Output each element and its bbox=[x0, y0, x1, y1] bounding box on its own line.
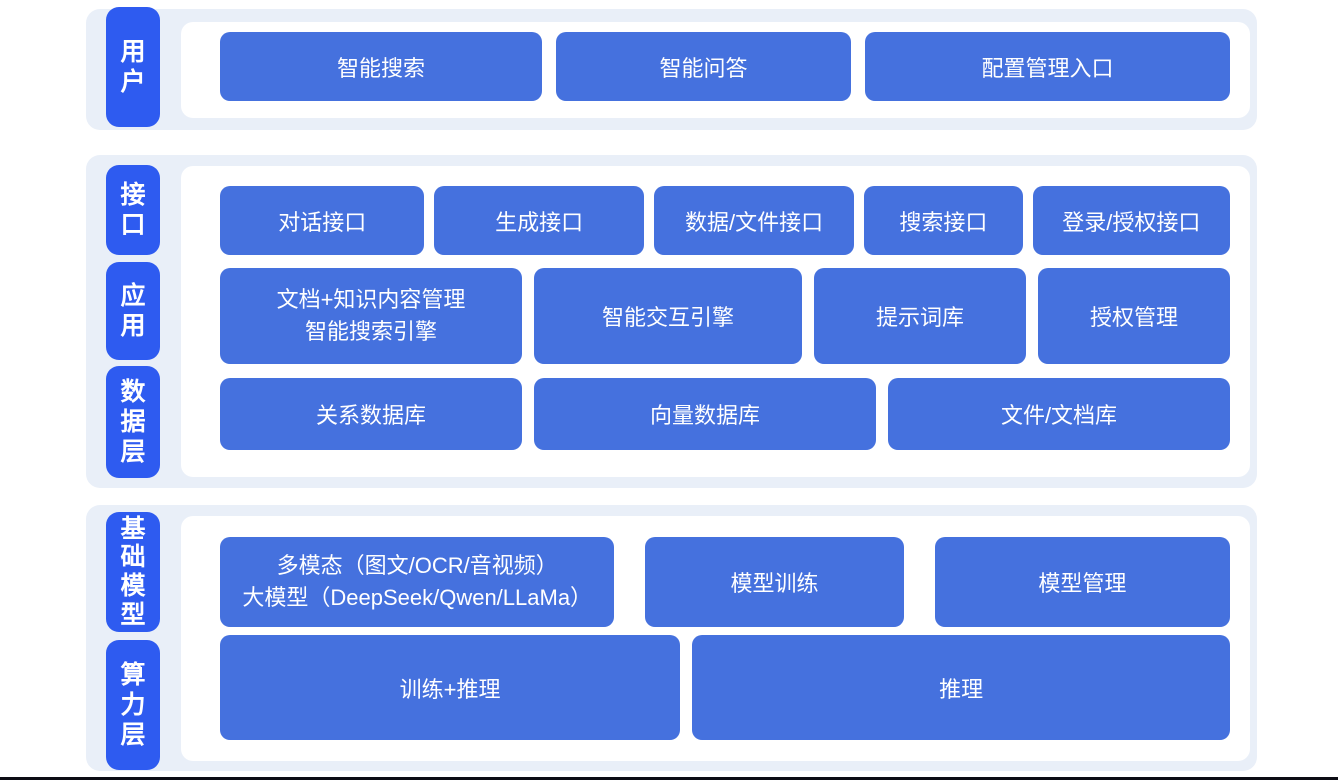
box-login-auth-api: 登录/授权接口 bbox=[1032, 186, 1230, 255]
box-auth-management: 授权管理 bbox=[1038, 268, 1230, 364]
compute-layer-label: 算力层 bbox=[120, 661, 146, 749]
box-dialog-api: 对话接口 bbox=[220, 186, 425, 255]
data-row: 关系数据库 向量数据库 文件/文档库 bbox=[220, 378, 1230, 450]
box-training-inference: 训练+推理 bbox=[220, 635, 681, 740]
box-smart-qa: 智能问答 bbox=[556, 32, 852, 101]
box-vector-db: 向量数据库 bbox=[534, 378, 876, 450]
box-generate-api: 生成接口 bbox=[434, 186, 644, 255]
middle-layers-band: 接口 应用 数据层 对话接口 生成接口 数据/文件接口 搜索接口 bbox=[86, 155, 1257, 488]
box-model-management: 模型管理 bbox=[934, 537, 1230, 627]
app-row: 文档+知识内容管理 智能搜索引擎 智能交互引擎 提示词库 授权管理 bbox=[220, 268, 1230, 364]
middle-layers-panel: 对话接口 生成接口 数据/文件接口 搜索接口 登录/授权接口 文档 bbox=[181, 166, 1250, 477]
data-layer-label: 数据层 bbox=[120, 378, 146, 466]
box-doc-knowledge-search-engine: 文档+知识内容管理 智能搜索引擎 bbox=[220, 268, 522, 364]
box-relational-db: 关系数据库 bbox=[220, 378, 522, 450]
foundation-model-label: 基础模型 bbox=[120, 514, 146, 629]
interface-row: 对话接口 生成接口 数据/文件接口 搜索接口 登录/授权接口 bbox=[220, 186, 1230, 255]
model-row: 多模态（图文/OCR/音视频） 大模型（DeepSeek/Qwen/LLaMa）… bbox=[220, 537, 1230, 627]
app-layer-label-badge: 应用 bbox=[106, 262, 160, 360]
user-layer-band: 用户 智能搜索 智能问答 配置管理入口 bbox=[86, 7, 1257, 130]
bottom-rule bbox=[0, 777, 1338, 780]
box-file-doc-store: 文件/文档库 bbox=[888, 378, 1230, 450]
interface-layer-label: 接口 bbox=[120, 181, 146, 239]
foundation-layers-band: 基础模型 算力层 多模态（图文/OCR/音视频） 大模型（DeepSeek/Qw… bbox=[86, 505, 1257, 771]
user-layer-label-badge: 用户 bbox=[106, 7, 160, 127]
box-config-entry: 配置管理入口 bbox=[865, 32, 1230, 101]
compute-layer-label-badge: 算力层 bbox=[106, 640, 160, 770]
box-search-api: 搜索接口 bbox=[864, 186, 1023, 255]
compute-row: 训练+推理 推理 bbox=[220, 635, 1230, 740]
box-prompt-library: 提示词库 bbox=[814, 268, 1026, 364]
box-multimodal-llm: 多模态（图文/OCR/音视频） 大模型（DeepSeek/Qwen/LLaMa） bbox=[220, 537, 615, 627]
user-layer-label: 用户 bbox=[120, 38, 146, 96]
foundation-layers-panel: 多模态（图文/OCR/音视频） 大模型（DeepSeek/Qwen/LLaMa）… bbox=[181, 516, 1250, 761]
box-data-file-api: 数据/文件接口 bbox=[653, 186, 855, 255]
app-layer-label: 应用 bbox=[120, 282, 146, 340]
interface-layer-label-badge: 接口 bbox=[106, 165, 160, 255]
box-interaction-engine: 智能交互引擎 bbox=[534, 268, 802, 364]
box-model-training: 模型训练 bbox=[645, 537, 904, 627]
box-smart-search: 智能搜索 bbox=[220, 32, 543, 101]
box-inference: 推理 bbox=[692, 635, 1230, 740]
user-layer-row: 智能搜索 智能问答 配置管理入口 bbox=[220, 32, 1230, 101]
user-layer-panel: 智能搜索 智能问答 配置管理入口 bbox=[181, 22, 1250, 118]
data-layer-label-badge: 数据层 bbox=[106, 366, 160, 478]
foundation-model-label-badge: 基础模型 bbox=[106, 512, 160, 632]
